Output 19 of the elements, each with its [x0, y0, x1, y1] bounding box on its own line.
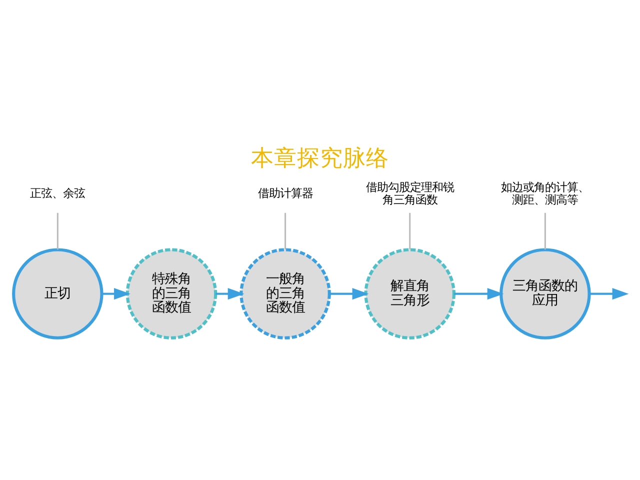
connector [544, 212, 546, 250]
arrow [330, 288, 369, 300]
arrow [216, 288, 244, 300]
node-circle: 三角函数的应用 [500, 248, 591, 339]
connector [409, 212, 411, 250]
arrow [454, 288, 504, 300]
arrow [102, 288, 130, 300]
diagram-title: 本章探究脉络 [251, 144, 389, 171]
connector [56, 212, 58, 250]
node-text: 如边或角的计算、测距、测高等 [501, 180, 590, 206]
node-text: 借助计算器 [258, 186, 313, 200]
node-text: 正弦、余弦 [30, 186, 86, 200]
node-text: 借助勾股定理和锐角三角函数 [366, 180, 454, 206]
connector [284, 212, 286, 250]
node-circle: 特殊角的三角函数值 [126, 248, 218, 339]
node-circle: 正切 [12, 248, 104, 339]
node-circle: 一般角的三角函数值 [240, 248, 331, 339]
arrow [590, 288, 629, 300]
node-circle: 解直角三角形 [364, 248, 456, 339]
